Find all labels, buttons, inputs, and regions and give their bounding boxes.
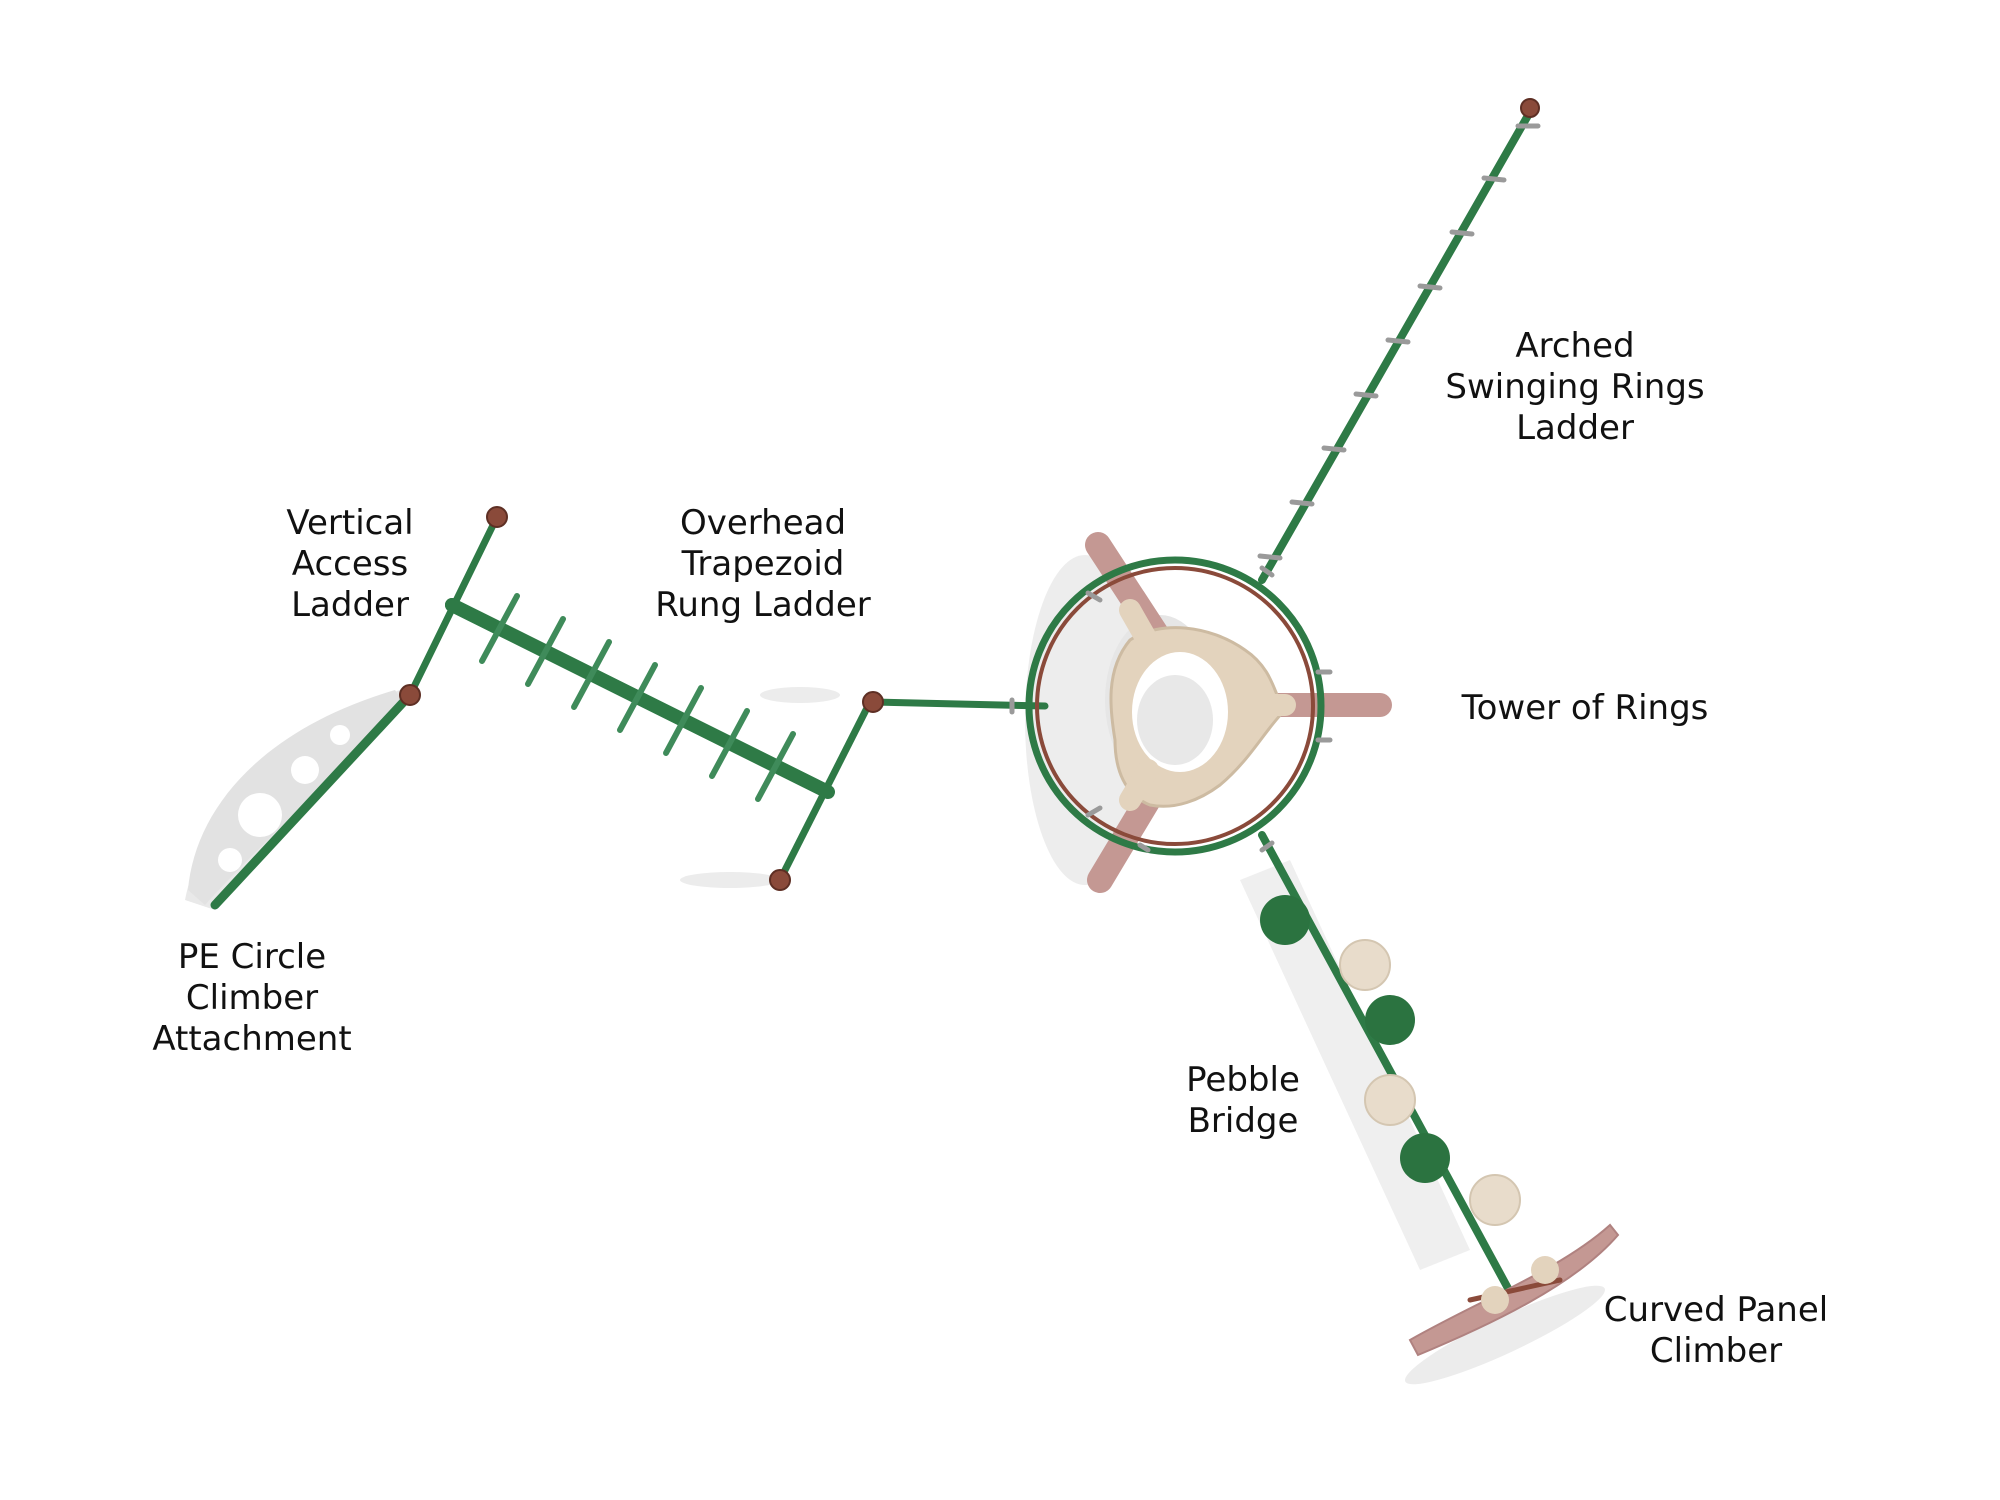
clamp xyxy=(1481,175,1507,183)
clamp xyxy=(1137,842,1151,853)
label-line: Rung Ladder xyxy=(655,585,871,625)
label-line: Swinging Rings xyxy=(1445,367,1705,407)
connector-beam xyxy=(869,698,1049,710)
post-cap xyxy=(769,869,791,891)
clamp xyxy=(1085,805,1103,818)
label-line: Ladder xyxy=(291,585,409,625)
pe-circle-hole xyxy=(238,793,282,837)
clamp xyxy=(1385,337,1411,345)
label-line: Pebble xyxy=(1186,1060,1300,1100)
tower-clamps xyxy=(1009,565,1333,853)
label-line: Overhead xyxy=(679,503,847,543)
pebble-bridge-pods xyxy=(1260,895,1521,1226)
pe-circle-beam xyxy=(210,690,415,910)
pebble-tan xyxy=(1469,1174,1521,1226)
clamp xyxy=(1417,283,1443,291)
pebble-green xyxy=(1365,995,1415,1045)
pebble-tan xyxy=(1339,939,1391,991)
overhead-ladder-rungs xyxy=(479,593,796,802)
label-line: Vertical xyxy=(286,503,414,543)
pebble-green xyxy=(1260,895,1310,945)
pe-circle-climber-panel xyxy=(188,690,405,905)
clamp xyxy=(1353,391,1379,399)
pe-circle-hole xyxy=(330,725,350,745)
tower-slide-tubes xyxy=(1119,599,1296,811)
overhead-ladder-leg xyxy=(776,698,874,884)
label-line: Curved Panel xyxy=(1603,1290,1829,1330)
label-line: Ladder xyxy=(1516,408,1634,448)
label-line: Arched xyxy=(1515,326,1635,366)
rung xyxy=(617,662,658,733)
label-arched-swinging-rings-ladder: Arched Swinging Rings Ladder xyxy=(1445,326,1704,449)
label-curved-panel-climber: Curved Panel Climber xyxy=(1604,1290,1828,1372)
arched-rings-clamps xyxy=(1257,123,1541,561)
rung xyxy=(525,616,566,687)
clamp xyxy=(1259,565,1275,578)
label-vertical-access-ladder: Vertical Access Ladder xyxy=(286,503,413,626)
ground-shadows xyxy=(185,555,1605,1385)
label-line: Climber xyxy=(1649,1331,1783,1371)
label-line: Bridge xyxy=(1187,1101,1299,1141)
label-pebble-bridge: Pebble Bridge xyxy=(1186,1060,1300,1142)
curved-panel-grip xyxy=(1481,1286,1509,1314)
tower-slide-opening-shade xyxy=(1137,675,1213,765)
label-line: Tower of Rings xyxy=(1461,688,1709,728)
tower-outer-ring xyxy=(1025,556,1325,856)
post-cap xyxy=(399,684,421,706)
rung xyxy=(663,685,704,756)
tower-of-rings xyxy=(1009,532,1392,893)
clamp xyxy=(1449,229,1475,237)
label-pe-circle-climber-attachment: PE Circle Climber Attachment xyxy=(152,937,351,1060)
pe-circle-hole xyxy=(291,756,319,784)
clamp xyxy=(1321,445,1347,453)
rung xyxy=(571,639,612,710)
pe-circle-panel-surface xyxy=(188,690,405,905)
overhead-ladder-shadow xyxy=(760,687,840,703)
slide-tube-top xyxy=(1119,599,1161,656)
post-shadow-bottom xyxy=(680,872,780,888)
rung xyxy=(479,593,520,664)
overhead-ladder-end-cap xyxy=(445,598,459,612)
rung xyxy=(755,731,796,802)
post-cap xyxy=(862,691,884,713)
rung xyxy=(709,708,750,779)
label-tower-of-rings: Tower of Rings xyxy=(1462,688,1709,729)
pebble-green xyxy=(1400,1133,1450,1183)
post-caps xyxy=(399,98,1540,891)
post-cap xyxy=(486,506,508,528)
clamp xyxy=(1085,590,1103,603)
post-cap xyxy=(1520,98,1540,118)
pebble-tan xyxy=(1364,1074,1416,1126)
clamp xyxy=(1259,840,1275,853)
clamp xyxy=(1289,499,1315,507)
curved-panel-grip xyxy=(1531,1256,1559,1284)
label-overhead-trapezoid-rung-ladder: Overhead Trapezoid Rung Ladder xyxy=(655,503,870,626)
label-line: PE Circle xyxy=(177,937,327,977)
clamp xyxy=(1257,553,1283,561)
curved-panel-climber xyxy=(1408,1223,1620,1357)
label-line: Attachment xyxy=(152,1019,352,1059)
tower-inner-ring xyxy=(1035,566,1315,846)
curved-panel-shadow xyxy=(1405,1285,1605,1385)
label-line: Trapezoid xyxy=(681,544,845,584)
pe-circle-hole xyxy=(218,848,242,872)
slide-tube-bottom xyxy=(1119,759,1159,811)
label-line: Access xyxy=(291,544,409,584)
label-line: Climber xyxy=(185,978,319,1018)
